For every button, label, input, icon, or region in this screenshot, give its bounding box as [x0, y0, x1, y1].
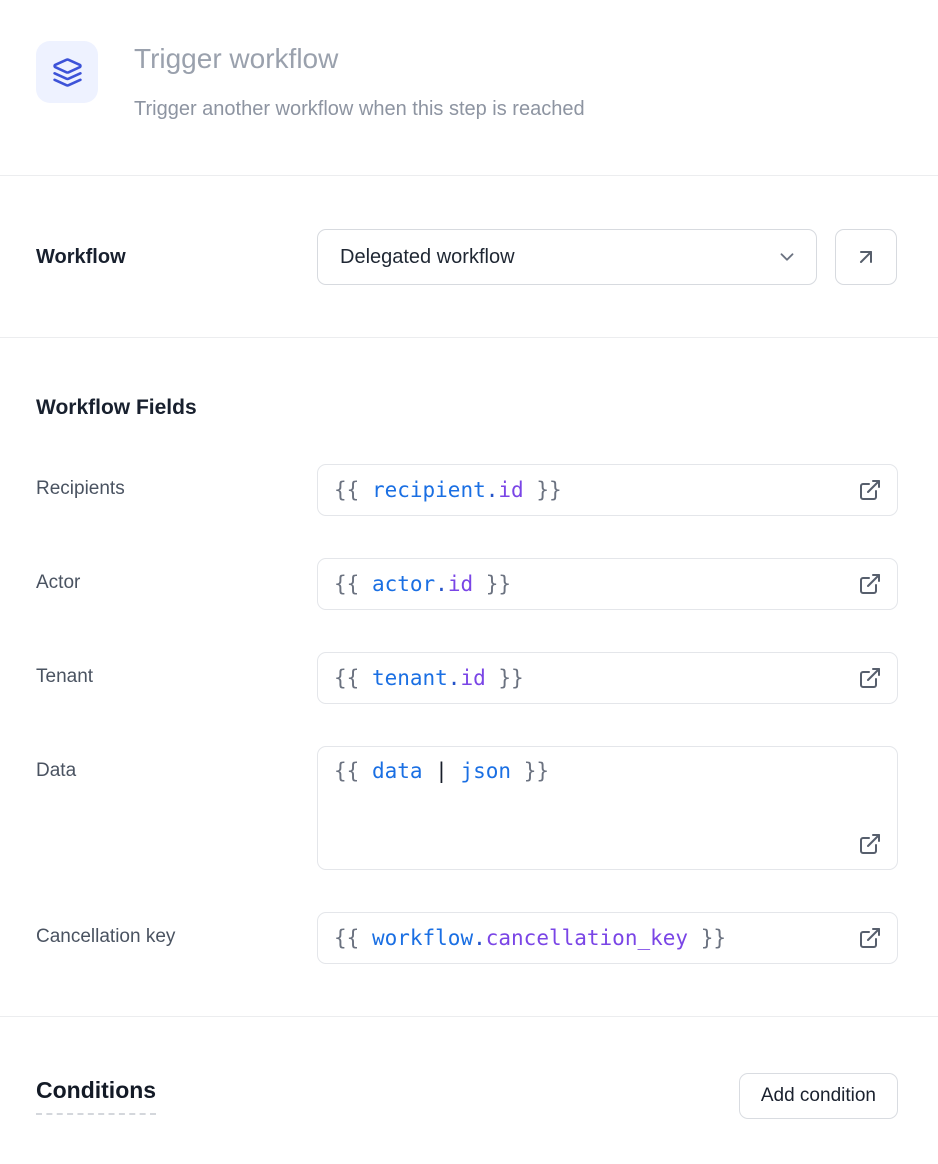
add-condition-button[interactable]: Add condition	[738, 1073, 898, 1119]
field-row-tenant: Tenant {{ tenant.id }}	[36, 652, 898, 704]
liquid-template-value: {{ actor.id }}	[334, 572, 512, 596]
step-subtitle: Trigger another workflow when this step …	[134, 98, 585, 120]
open-editor-button[interactable]	[857, 665, 883, 691]
liquid-template-value: {{ workflow.cancellation_key }}	[334, 926, 726, 950]
step-header-text: Trigger workflow Trigger another workflo…	[134, 41, 585, 121]
liquid-template-value: {{ data | json }}	[334, 759, 549, 783]
workflow-fields-section: Workflow Fields Recipients {{ recipient.i…	[0, 338, 938, 1016]
workflow-fields-heading: Workflow Fields	[36, 396, 197, 419]
liquid-input-recipients[interactable]: {{ recipient.id }}	[317, 464, 898, 516]
workflow-select-value: Delegated workflow	[340, 245, 515, 268]
open-editor-button[interactable]	[857, 571, 883, 597]
external-link-icon	[860, 480, 880, 500]
conditions-heading: Conditions	[36, 1077, 157, 1115]
step-header: Trigger workflow Trigger another workflo…	[0, 0, 938, 175]
field-row-recipients: Recipients {{ recipient.id }}	[36, 464, 898, 516]
external-link-icon	[860, 928, 880, 948]
arrow-up-right-icon	[860, 251, 872, 263]
field-label: Actor	[36, 572, 81, 593]
liquid-template-value: {{ recipient.id }}	[334, 478, 562, 502]
step-title-input[interactable]: Trigger workflow	[134, 43, 339, 74]
external-link-icon	[860, 834, 880, 854]
divider	[0, 1016, 938, 1017]
liquid-input-tenant[interactable]: {{ tenant.id }}	[317, 652, 898, 704]
open-editor-button[interactable]	[857, 831, 883, 857]
divider	[0, 337, 938, 338]
open-editor-button[interactable]	[857, 925, 883, 951]
field-label: Tenant	[36, 666, 94, 687]
workflow-row: Workflow Delegated workflow	[0, 176, 938, 337]
open-workflow-button[interactable]	[835, 229, 897, 285]
field-label: Data	[36, 760, 77, 781]
conditions-section: Conditions Add condition	[0, 1017, 938, 1119]
open-editor-button[interactable]	[857, 477, 883, 503]
layers-icon	[36, 41, 98, 103]
liquid-template-value: {{ tenant.id }}	[334, 666, 524, 690]
liquid-input-cancellation-key[interactable]: {{ workflow.cancellation_key }}	[317, 912, 898, 964]
field-row-actor: Actor {{ actor.id }}	[36, 558, 898, 610]
workflow-fields-list: Recipients {{ recipient.id }} Actor {{ acto…	[36, 464, 898, 964]
workflow-select[interactable]: Delegated workflow	[317, 229, 817, 285]
field-row-cancellation-key: Cancellation key {{ workflow.cancellation…	[36, 912, 898, 964]
workflow-label: Workflow	[36, 245, 126, 268]
field-label: Cancellation key	[36, 926, 176, 947]
field-label: Recipients	[36, 478, 125, 499]
liquid-input-data[interactable]: {{ data | json }}	[317, 746, 898, 870]
liquid-input-actor[interactable]: {{ actor.id }}	[317, 558, 898, 610]
chevron-down-icon	[780, 253, 794, 261]
divider	[0, 175, 938, 176]
external-link-icon	[860, 668, 880, 688]
field-row-data: Data {{ data | json }}	[36, 746, 898, 870]
external-link-icon	[860, 574, 880, 594]
